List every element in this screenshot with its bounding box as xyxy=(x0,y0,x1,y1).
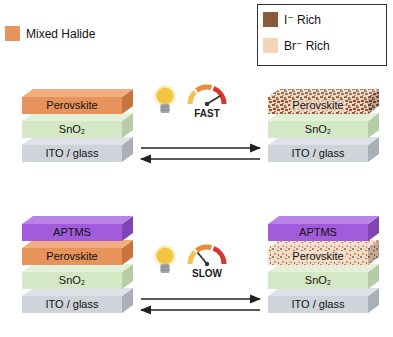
transition-arrow xyxy=(141,309,260,311)
layer-slab xyxy=(268,113,379,138)
legend-text: Mixed Halide xyxy=(26,27,95,41)
speed-label: SLOW xyxy=(192,269,222,279)
perovskite-layer: Perovskite xyxy=(22,97,122,114)
layer-label: SnO₂ xyxy=(59,275,85,286)
legend-entry: I⁻ Rich xyxy=(263,12,321,27)
aptms-layer: APTMS xyxy=(268,224,368,241)
layer-label: ITO / glass xyxy=(292,299,345,310)
layer-slab xyxy=(22,216,133,241)
layer-label: Perovskite xyxy=(290,100,345,111)
aptms-layer: APTMS xyxy=(22,224,122,241)
layer-slab xyxy=(268,264,379,289)
transition-arrow xyxy=(141,158,260,160)
layer-slab xyxy=(22,89,133,114)
layer-label: ITO / glass xyxy=(46,299,99,310)
transition-arrow xyxy=(141,298,260,300)
layer-label: SnO₂ xyxy=(305,275,331,286)
light-bulb xyxy=(154,245,176,273)
layer-label: APTMS xyxy=(53,227,91,238)
layer-label: SnO₂ xyxy=(59,124,85,135)
layer-slab xyxy=(22,113,133,138)
layer-slab xyxy=(22,240,133,265)
legend-entry: Br⁻ Rich xyxy=(263,38,330,53)
layer-slab xyxy=(268,288,379,313)
ito-glass-layer: ITO / glass xyxy=(268,296,368,313)
layer-slab xyxy=(268,89,379,114)
perovskite-layer: Perovskite xyxy=(22,248,122,265)
light-bulb xyxy=(154,85,176,113)
layer-slab xyxy=(268,216,379,241)
layer-label: Perovskite xyxy=(46,100,97,111)
speed-gauge xyxy=(190,247,224,266)
layer-slab xyxy=(22,137,133,162)
layer-label: Perovskite xyxy=(46,251,97,262)
ito-glass-layer: ITO / glass xyxy=(22,296,122,313)
layer-label: ITO / glass xyxy=(46,148,99,159)
layer-slab xyxy=(22,264,133,289)
ito-glass-layer: ITO / glass xyxy=(268,145,368,162)
layer-slab xyxy=(268,240,379,265)
layer-label: Perovskite xyxy=(290,251,345,262)
legend-swatch xyxy=(5,26,20,41)
layer-slab xyxy=(268,137,379,162)
layer-label: APTMS xyxy=(299,227,337,238)
layer-label: ITO / glass xyxy=(292,148,345,159)
layer-slab xyxy=(22,288,133,313)
legend-swatch xyxy=(263,12,278,27)
legend-entry: Mixed Halide xyxy=(5,26,95,41)
sno2-layer: SnO₂ xyxy=(268,121,368,138)
speed-label: FAST xyxy=(194,109,220,119)
legend-swatch xyxy=(263,38,278,53)
legend-text: Br⁻ Rich xyxy=(284,39,330,53)
sno2-layer: SnO₂ xyxy=(22,121,122,138)
segregated-perovskite-layer: Perovskite xyxy=(268,248,368,265)
layer-label: SnO₂ xyxy=(305,124,331,135)
sno2-layer: SnO₂ xyxy=(268,272,368,289)
speed-gauge xyxy=(190,87,224,106)
segregated-perovskite-layer: Perovskite xyxy=(268,97,368,114)
sno2-layer: SnO₂ xyxy=(22,272,122,289)
transition-arrow xyxy=(141,147,260,149)
ito-glass-layer: ITO / glass xyxy=(22,145,122,162)
legend-text: I⁻ Rich xyxy=(284,13,321,27)
